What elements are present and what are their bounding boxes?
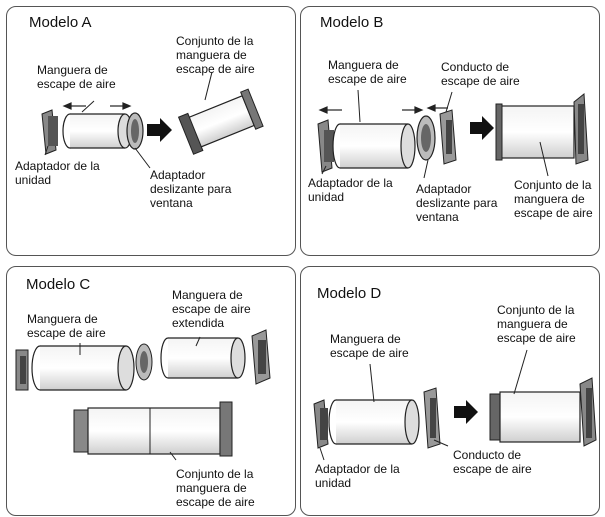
label-a-unit-adapter: Adaptador de la unidad (15, 159, 100, 187)
label-c-hose: Manguera de escape de aire (27, 312, 106, 340)
unit-adapter-a (41, 109, 58, 155)
label-b-unit-adapter: Adaptador de la unidad (308, 176, 393, 204)
label-b-duct: Conducto de escape de aire (441, 60, 520, 88)
direction-arrows-b (318, 104, 448, 114)
panel-a-title: Modelo A (29, 14, 92, 31)
assembly-d (489, 377, 597, 447)
label-a-assembly: Conjunto de la manguera de escape de air… (176, 34, 255, 76)
label-d-duct: Conducto de escape de aire (453, 448, 532, 476)
label-b-assembly: Conjunto de la manguera de escape de air… (514, 178, 593, 220)
panel-d-drawing (313, 377, 597, 449)
label-c-assembly: Conjunto de la manguera de escape de air… (176, 467, 255, 509)
big-arrow-a (147, 118, 172, 142)
label-b-hose: Manguera de escape de aire (328, 58, 407, 86)
duct-b (439, 109, 457, 165)
label-d-unit-adapter: Adaptador de la unidad (315, 462, 400, 490)
big-arrow-d (454, 400, 478, 424)
assembly-a (177, 88, 264, 155)
unit-adapter-c (15, 349, 29, 391)
assembly-b (495, 93, 589, 165)
label-a-hose: Manguera de escape de aire (37, 63, 116, 91)
hose-c (31, 345, 135, 391)
unit-adapter-b (317, 119, 334, 173)
unit-adapter-d (313, 399, 329, 449)
big-arrow-b (470, 116, 494, 140)
panel-d-title: Modelo D (317, 285, 382, 302)
label-d-assembly: Conjunto de la manguera de escape de air… (497, 303, 576, 345)
duct-d (423, 387, 441, 449)
window-adapter-b (416, 115, 436, 161)
panel-c-drawing (15, 329, 271, 457)
window-adapter-c (251, 329, 271, 385)
assembly-c (73, 401, 233, 457)
panel-b-drawing (317, 93, 589, 173)
panel-a-drawing (41, 88, 264, 155)
panel-modelo-d (300, 266, 600, 516)
extended-hose-c (160, 337, 246, 379)
label-c-extended: Manguera de escape de aire extendida (172, 288, 251, 330)
panel-b-title: Modelo B (320, 14, 384, 31)
hose-a (62, 113, 133, 149)
label-b-window-adapter: Adaptador deslizante para ventana (416, 182, 498, 224)
hose-d (328, 399, 420, 445)
leader-lines (44, 71, 549, 461)
panel-modelo-c (6, 266, 296, 516)
panel-c-title: Modelo C (26, 276, 91, 293)
label-d-hose: Manguera de escape de aire (330, 332, 409, 360)
direction-arrows-a (62, 102, 132, 110)
hose-b (332, 123, 416, 169)
connector-c (135, 343, 153, 381)
label-a-window-adapter: Adaptador deslizante para ventana (150, 168, 232, 210)
window-adapter-a (126, 112, 144, 150)
